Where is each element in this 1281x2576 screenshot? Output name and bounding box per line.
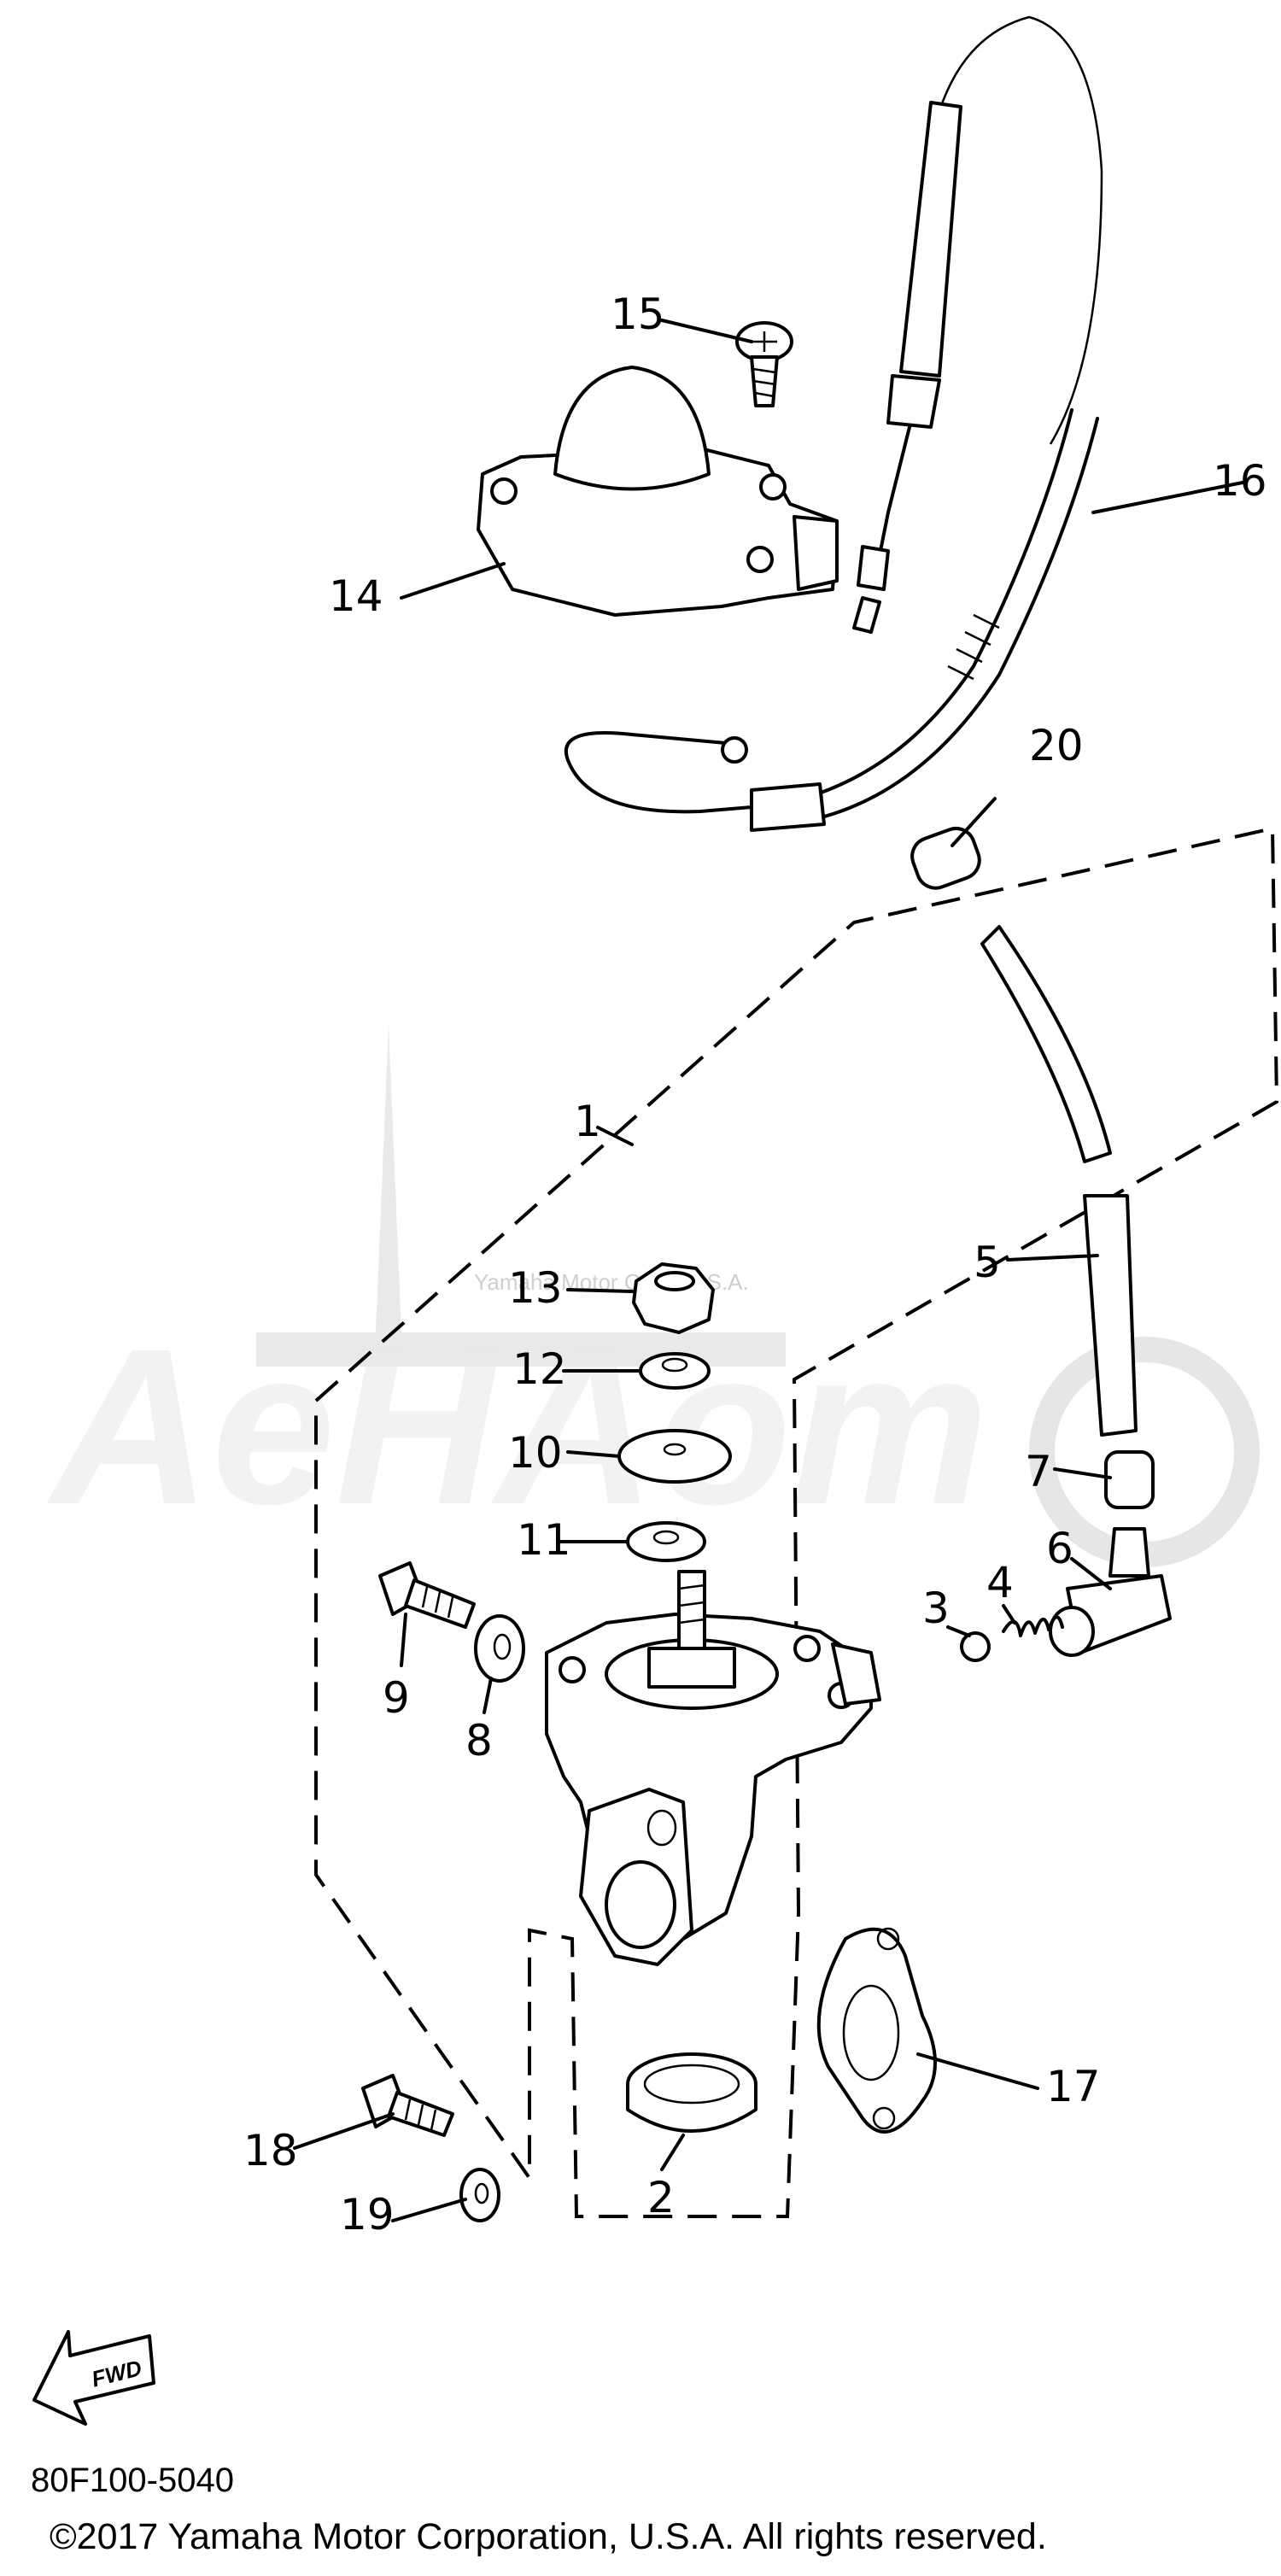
part-12-washer <box>639 1352 711 1390</box>
callout-4: 4 <box>986 1558 1014 1607</box>
part-15-screw <box>735 321 793 407</box>
part-19-washer <box>459 2168 500 2222</box>
leader-lines <box>293 319 1244 2222</box>
part-5-hose <box>980 925 1138 1437</box>
callout-6: 6 <box>1046 1524 1073 1573</box>
part-16-sheath <box>564 408 1099 832</box>
part-8-washer <box>474 1614 525 1683</box>
part-11-washer <box>626 1521 706 1562</box>
callout-17: 17 <box>1046 2062 1101 2111</box>
assembly-1-outline <box>314 826 1279 2218</box>
callout-16: 16 <box>1213 456 1267 506</box>
part-7-joint <box>1104 1450 1155 1509</box>
callout-18: 18 <box>243 2126 298 2175</box>
fwd-arrow-icon: FWD <box>32 2330 155 2426</box>
callout-12: 12 <box>512 1344 567 1394</box>
part-18-bolt <box>361 2074 454 2137</box>
pump-body <box>545 1570 881 1966</box>
callout-15: 15 <box>611 290 665 339</box>
callout-11: 11 <box>517 1515 571 1565</box>
callout-14: 14 <box>329 571 383 621</box>
callout-2: 2 <box>647 2173 675 2222</box>
cable-assembly <box>852 15 1103 634</box>
callout-numbers: 1 2 3 4 5 6 7 8 9 10 11 12 13 14 15 16 1… <box>243 290 1267 2239</box>
part-4-spring <box>1002 1615 1064 1637</box>
part-14-cover <box>477 366 839 617</box>
part-17-gasket <box>816 1927 937 2134</box>
watermark-brand: AeHAom <box>44 1303 989 1551</box>
callout-1: 1 <box>574 1097 601 1146</box>
diagram-code: 80F100-5040 <box>31 2462 234 2499</box>
callout-5: 5 <box>974 1238 1001 1287</box>
callout-19: 19 <box>340 2190 395 2239</box>
copyright-notice: ©2017 Yamaha Motor Corporation, U.S.A. A… <box>50 2516 1047 2557</box>
callout-7: 7 <box>1025 1447 1052 1496</box>
callout-3: 3 <box>922 1584 950 1633</box>
callout-20: 20 <box>1029 721 1084 770</box>
part-20-cap <box>910 827 981 890</box>
callout-13: 13 <box>508 1263 563 1313</box>
callout-9: 9 <box>383 1673 410 1723</box>
part-13-nut <box>632 1262 715 1334</box>
part-9-bolt <box>378 1561 476 1629</box>
part-3-ball <box>960 1631 991 1662</box>
callout-8: 8 <box>465 1716 493 1765</box>
part-10-washer <box>617 1429 732 1484</box>
callout-10: 10 <box>508 1428 563 1478</box>
part-2-seal <box>626 2052 757 2133</box>
